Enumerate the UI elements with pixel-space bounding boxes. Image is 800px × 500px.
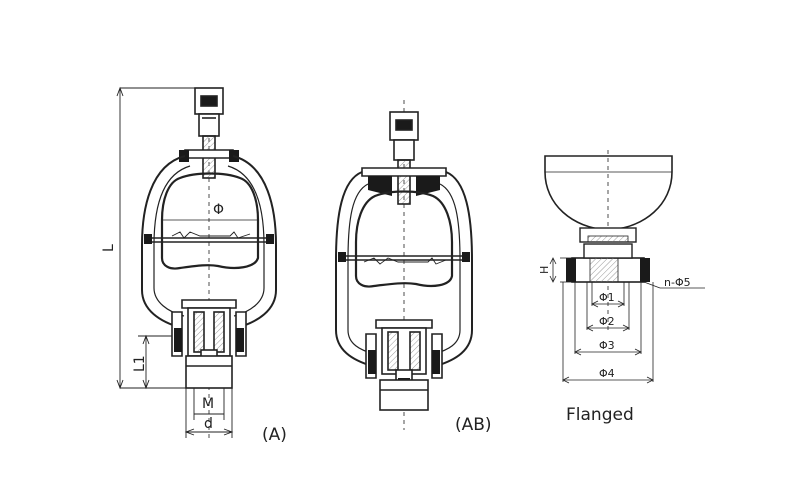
variant-ab-bladder	[354, 190, 454, 288]
label-flanged: Flanged	[566, 405, 634, 425]
flanged-drawing	[544, 150, 705, 384]
label-L1: L1	[132, 355, 148, 372]
flanged-shell-bottom	[544, 155, 673, 231]
label-M: M	[202, 396, 214, 412]
label-H: H	[538, 266, 551, 274]
variant-ab-drawing	[335, 100, 473, 430]
label-variant-a: (A)	[262, 425, 287, 445]
label-d: d	[204, 416, 213, 432]
variant-ab-shell	[335, 171, 473, 367]
label-variant-ab: (AB)	[455, 415, 492, 435]
label-phi1: Φ1	[599, 291, 615, 304]
variant-a-drawing	[116, 86, 277, 440]
label-phi4: Φ4	[599, 367, 615, 380]
variant-a-bladder	[160, 172, 260, 270]
label-phi2: Φ2	[599, 315, 615, 328]
label-L: L	[101, 244, 117, 252]
label-phi: Φ	[213, 202, 224, 218]
label-phi3: Φ3	[599, 339, 615, 352]
label-n-phi5: n-Φ5	[664, 276, 691, 289]
variant-a-shell	[141, 155, 277, 329]
